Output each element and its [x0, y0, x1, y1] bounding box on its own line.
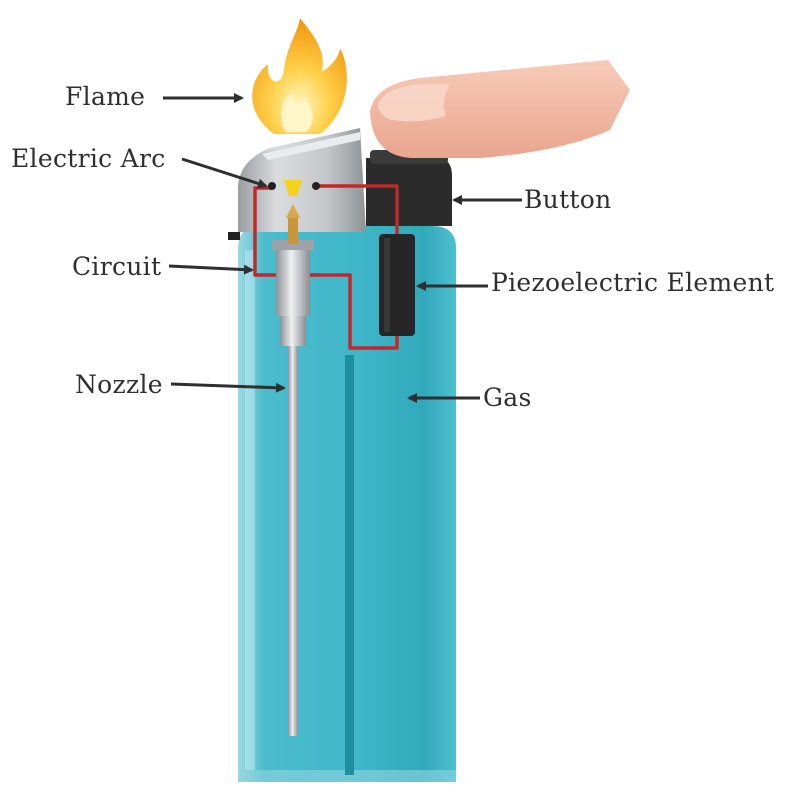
- arrow-nozzle: [170, 382, 286, 393]
- lighter-button: [366, 150, 452, 226]
- circuit-wire: [253, 184, 399, 350]
- gas-tube: [345, 355, 354, 775]
- label-nozzle: Nozzle: [75, 370, 163, 399]
- label-gas: Gas: [483, 383, 532, 412]
- electrode-left: [268, 182, 276, 190]
- electrode-right: [312, 182, 320, 190]
- piezoelectric-element: [379, 234, 415, 336]
- flame: [252, 18, 347, 134]
- finger: [370, 60, 630, 158]
- arrow-circuit: [168, 264, 254, 275]
- label-button: Button: [524, 185, 612, 214]
- electric-arc: [284, 180, 302, 196]
- side-tab: [228, 232, 240, 240]
- arrow-electric-arc: [181, 157, 268, 189]
- label-piezoelectric-element: Piezoelectric Element: [491, 268, 774, 297]
- annotation-arrows: [163, 93, 522, 403]
- nozzle-assembly: [272, 204, 314, 736]
- label-flame: Flame: [65, 82, 145, 111]
- label-electric-arc: Electric Arc: [11, 144, 166, 173]
- label-circuit: Circuit: [72, 252, 161, 281]
